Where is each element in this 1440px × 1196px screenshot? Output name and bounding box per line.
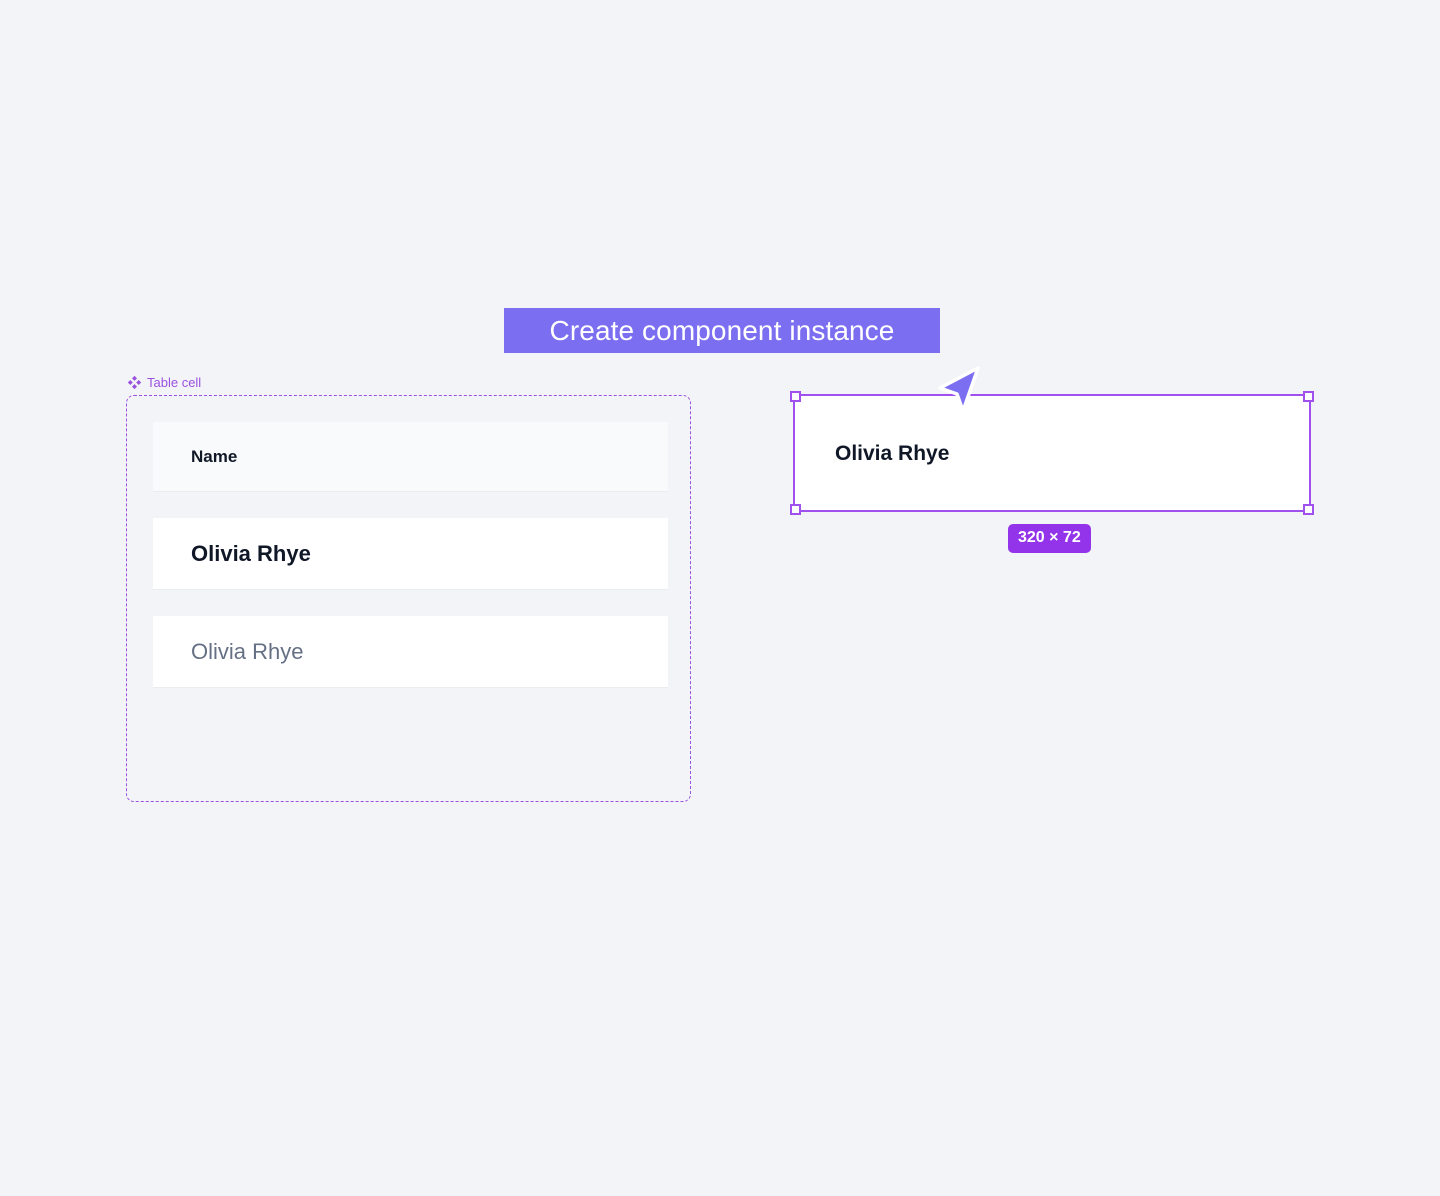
- component-frame-label-text: Table cell: [147, 374, 202, 390]
- table-row[interactable]: Olivia Rhye: [153, 616, 668, 688]
- action-banner-label: Create component instance: [549, 314, 895, 346]
- table-row[interactable]: Name: [153, 422, 668, 492]
- table-header-cell-label: Name: [191, 447, 238, 466]
- table-default-cell-label: Olivia Rhye: [191, 540, 311, 566]
- component-instance[interactable]: Olivia Rhye: [793, 394, 1311, 512]
- component-frame-boundary[interactable]: Name Olivia Rhye Olivia Rhye: [126, 395, 691, 802]
- instance-wrapper: Olivia Rhye 320 × 72: [790, 391, 1314, 553]
- table-placeholder-cell-label: Olivia Rhye: [191, 638, 304, 664]
- table-row[interactable]: Olivia Rhye: [153, 518, 668, 590]
- action-banner: Create component instance: [504, 308, 940, 353]
- component-frame-label[interactable]: Table cell: [126, 373, 691, 391]
- variant-stack: Name Olivia Rhye Olivia Rhye: [153, 422, 668, 688]
- component-frame-wrapper: Table cell Name Olivia Rhye Olivia Rhye: [126, 373, 691, 802]
- instance-label: Olivia Rhye: [835, 441, 950, 465]
- size-badge: 320 × 72: [1008, 524, 1091, 553]
- component-diamond-icon: [128, 375, 141, 389]
